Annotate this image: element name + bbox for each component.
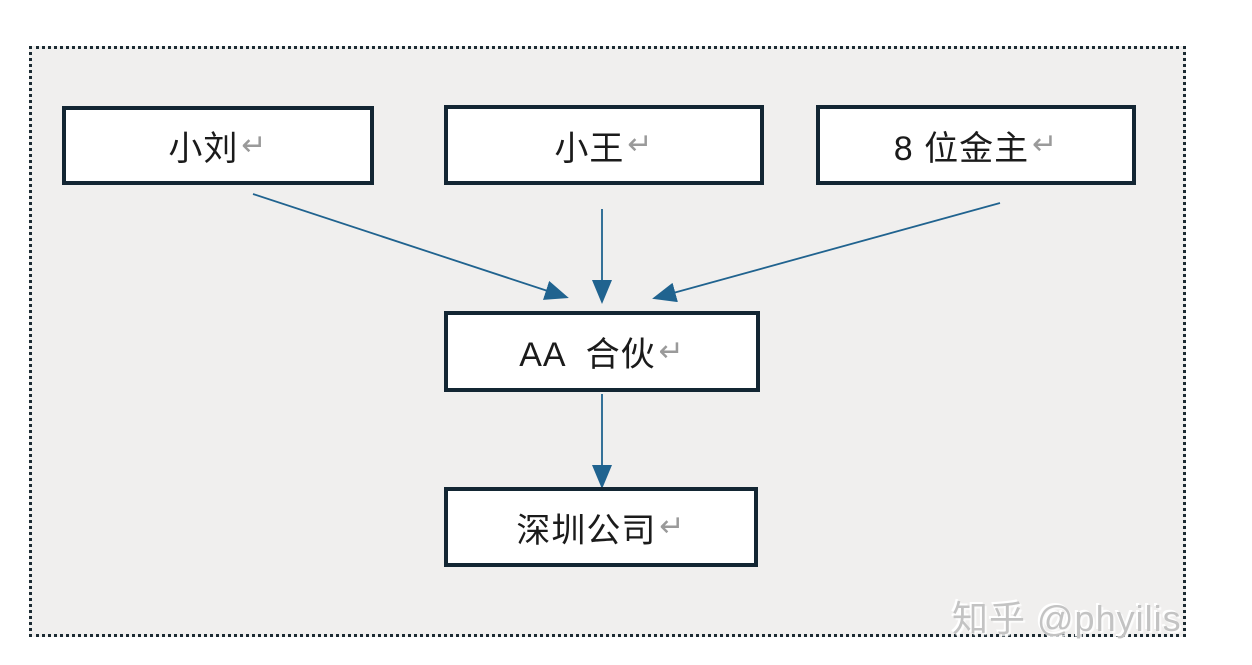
node-xiaoliu-label: 小刘 <box>168 130 239 168</box>
return-mark-icon: ↵ <box>659 510 686 543</box>
zhihu-watermark: 知乎 @phyilis <box>952 598 1182 639</box>
node-shenzhen-company-label: 深圳公司 <box>516 511 657 550</box>
return-mark-icon: ↵ <box>241 128 268 162</box>
node-aa-partnership-label: AA 合伙 <box>519 336 656 374</box>
node-aa-partnership: AA 合伙 ↵ <box>444 311 760 392</box>
return-mark-icon: ↵ <box>627 128 654 161</box>
return-mark-icon: ↵ <box>1032 128 1059 161</box>
node-xiaowang: 小王 ↵ <box>444 105 764 185</box>
node-shenzhen-company: 深圳公司 ↵ <box>444 487 758 567</box>
node-xiaowang-label: 小王 <box>554 129 625 168</box>
node-8-sponsors: 8 位金主 ↵ <box>816 105 1136 185</box>
node-8-sponsors-label: 8 位金主 <box>893 129 1030 168</box>
node-xiaoliu: 小刘 ↵ <box>62 106 374 185</box>
return-mark-icon: ↵ <box>658 334 685 368</box>
